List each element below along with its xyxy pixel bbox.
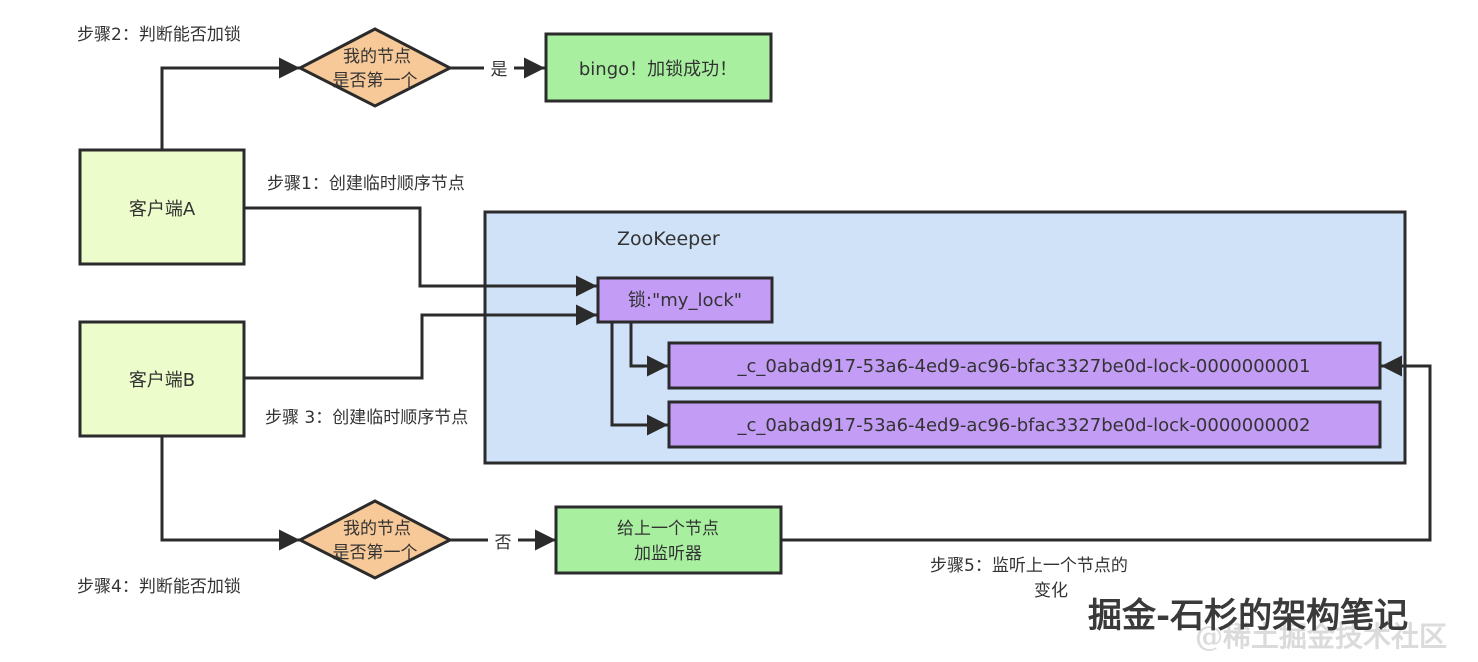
success-label: bingo！加锁成功！: [579, 59, 737, 80]
decision-bottom: 我的节点 是否第一个: [296, 499, 454, 580]
zookeeper-title: ZooKeeper: [617, 228, 720, 250]
lock-child-node-1-label: _c_0abad917-53a6-4ed9-ac96-bfac3327be0d-…: [737, 356, 1311, 377]
step4-label: 步骤4：判断能否加锁: [77, 577, 241, 597]
edge-label-yes: 是: [491, 60, 508, 80]
decision-bottom-line2: 是否第一个: [333, 543, 418, 563]
decision-top-line1: 我的节点: [343, 47, 411, 67]
connector-lock-to-child-2: [610, 322, 668, 436]
decision-bottom-line1: 我的节点: [343, 519, 411, 539]
lock-child-node-1: _c_0abad917-53a6-4ed9-ac96-bfac3327be0d-…: [667, 341, 1382, 390]
add-watcher-line1: 给上一个节点: [617, 519, 719, 539]
lock-node-label: 锁:"my_lock": [628, 290, 742, 311]
client-a-node: 客户端A: [78, 148, 246, 266]
connector-clientA-to-lock: [244, 206, 597, 297]
add-watcher-node: 给上一个节点 加监听器: [554, 505, 783, 575]
lock-child-node-2: _c_0abad917-53a6-4ed9-ac96-bfac3327be0d-…: [667, 400, 1382, 449]
lock-node: 锁:"my_lock": [596, 276, 774, 324]
client-b-node: 客户端B: [78, 320, 246, 438]
success-node: bingo！加锁成功！: [544, 32, 773, 103]
decision-top-line2: 是否第一个: [333, 71, 418, 91]
decision-top: 我的节点 是否第一个: [296, 27, 454, 108]
step2-label: 步骤2：判断能否加锁: [77, 25, 241, 45]
connector-clientB-to-lock: [244, 304, 597, 380]
watermark-sub: @稀土掘金技术社区: [1195, 620, 1447, 653]
connector-clientA-to-decision-top: [160, 57, 300, 150]
step3-label: 步骤 3：创建临时顺序节点: [265, 408, 468, 428]
edge-label-no: 否: [495, 533, 512, 553]
step5-label-line1: 步骤5：监听上一个节点的: [930, 556, 1128, 576]
client-b-label: 客户端B: [129, 370, 195, 391]
connector-watch-to-child-1: [781, 355, 1432, 542]
add-watcher-line2: 加监听器: [634, 544, 702, 564]
connector-lock-to-child-1: [629, 322, 668, 377]
watermark-main: 掘金-石杉的架构笔记: [1088, 596, 1408, 636]
step1-label: 步骤1：创建临时顺序节点: [267, 174, 465, 194]
lock-child-node-2-label: _c_0abad917-53a6-4ed9-ac96-bfac3327be0d-…: [737, 415, 1311, 436]
step5-label-line2: 变化: [1034, 581, 1068, 601]
connector-clientB-to-decision-bottom: [160, 436, 300, 551]
client-a-label: 客户端A: [129, 199, 196, 220]
